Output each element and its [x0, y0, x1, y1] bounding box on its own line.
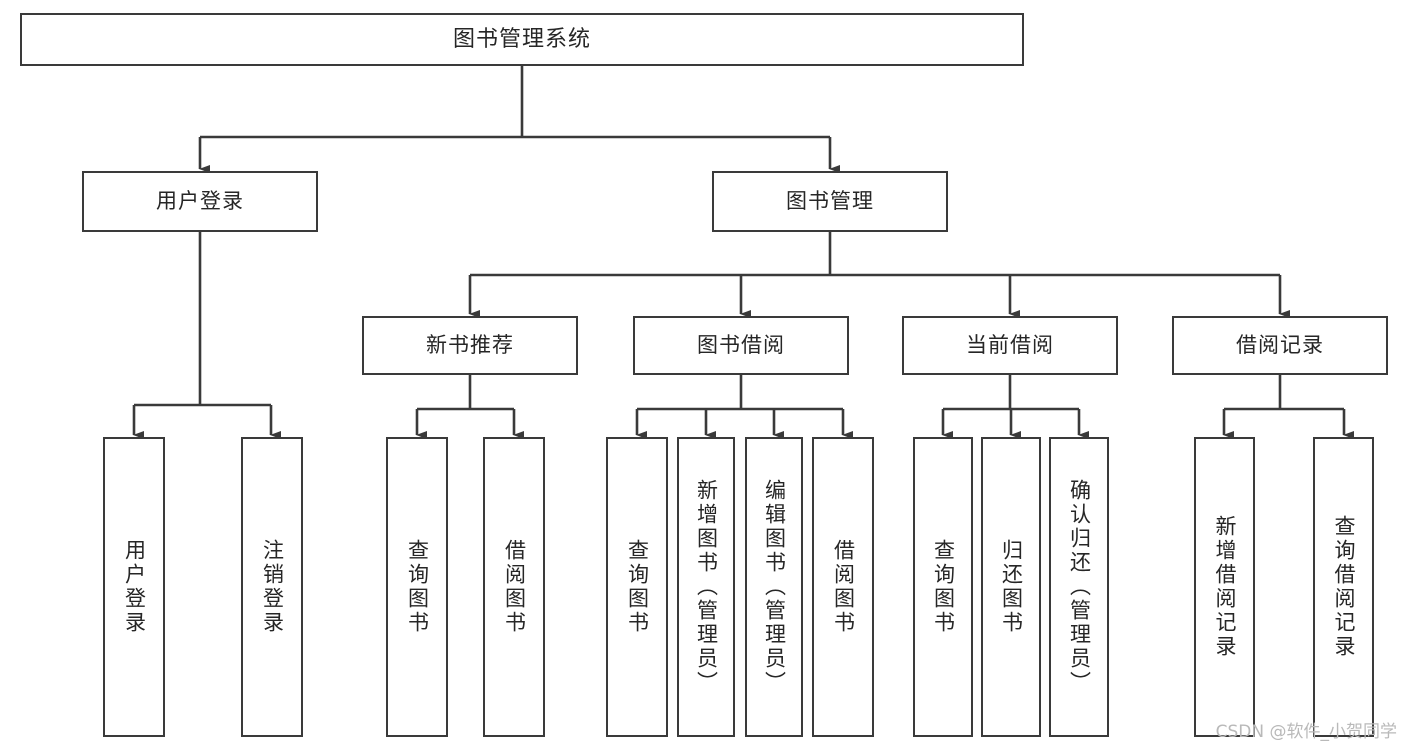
node-leaf-query-borrow-record-label: 查询借阅记录 [1332, 515, 1356, 659]
node-book-management[interactable]: 图书管理 [712, 171, 948, 232]
node-leaf-user-login[interactable]: 用户登录 [103, 437, 165, 737]
node-new-book-recommend[interactable]: 新书推荐 [362, 316, 578, 375]
node-leaf-borrow-book-2[interactable]: 借阅图书 [812, 437, 874, 737]
node-leaf-logout-login-label: 注销登录 [260, 539, 285, 635]
node-leaf-query-book-1[interactable]: 查询图书 [386, 437, 448, 737]
node-leaf-borrow-book-2-label: 借阅图书 [831, 539, 856, 635]
node-leaf-edit-book-admin-label: 编辑图书（管理员） [762, 479, 787, 695]
node-leaf-logout-login[interactable]: 注销登录 [241, 437, 303, 737]
node-leaf-add-book-admin[interactable]: 新增图书（管理员） [677, 437, 735, 737]
node-borrow-record-label: 借阅记录 [1236, 333, 1324, 358]
node-leaf-query-book-2-label: 查询图书 [625, 539, 650, 635]
node-root[interactable]: 图书管理系统 [20, 13, 1024, 66]
node-leaf-query-borrow-record[interactable]: 查询借阅记录 [1313, 437, 1374, 737]
node-leaf-return-book-label: 归还图书 [999, 539, 1024, 635]
csdn-watermark: CSDN @软件_小贺同学 [1215, 722, 1397, 742]
node-leaf-add-borrow-record-label: 新增借阅记录 [1213, 515, 1237, 659]
node-book-borrow-label: 图书借阅 [697, 333, 785, 358]
node-user-login-label: 用户登录 [156, 189, 244, 214]
node-leaf-add-book-admin-label: 新增图书（管理员） [694, 479, 719, 695]
node-leaf-user-login-label: 用户登录 [122, 539, 147, 635]
node-leaf-query-book-1-label: 查询图书 [405, 539, 430, 635]
node-leaf-query-book-3-label: 查询图书 [931, 539, 956, 635]
node-leaf-query-book-2[interactable]: 查询图书 [606, 437, 668, 737]
node-leaf-edit-book-admin[interactable]: 编辑图书（管理员） [745, 437, 803, 737]
node-current-borrow[interactable]: 当前借阅 [902, 316, 1118, 375]
node-user-login[interactable]: 用户登录 [82, 171, 318, 232]
node-new-book-recommend-label: 新书推荐 [426, 333, 514, 358]
node-book-management-label: 图书管理 [786, 189, 874, 214]
node-leaf-borrow-book-1[interactable]: 借阅图书 [483, 437, 545, 737]
node-current-borrow-label: 当前借阅 [966, 333, 1054, 358]
node-leaf-return-book[interactable]: 归还图书 [981, 437, 1041, 737]
node-leaf-borrow-book-1-label: 借阅图书 [502, 539, 527, 635]
node-root-label: 图书管理系统 [452, 26, 591, 52]
node-borrow-record[interactable]: 借阅记录 [1172, 316, 1388, 375]
node-leaf-confirm-return-admin-label: 确认归还（管理员） [1067, 479, 1092, 695]
node-leaf-add-borrow-record[interactable]: 新增借阅记录 [1194, 437, 1255, 737]
node-book-borrow[interactable]: 图书借阅 [633, 316, 849, 375]
node-leaf-query-book-3[interactable]: 查询图书 [913, 437, 973, 737]
node-leaf-confirm-return-admin[interactable]: 确认归还（管理员） [1049, 437, 1109, 737]
